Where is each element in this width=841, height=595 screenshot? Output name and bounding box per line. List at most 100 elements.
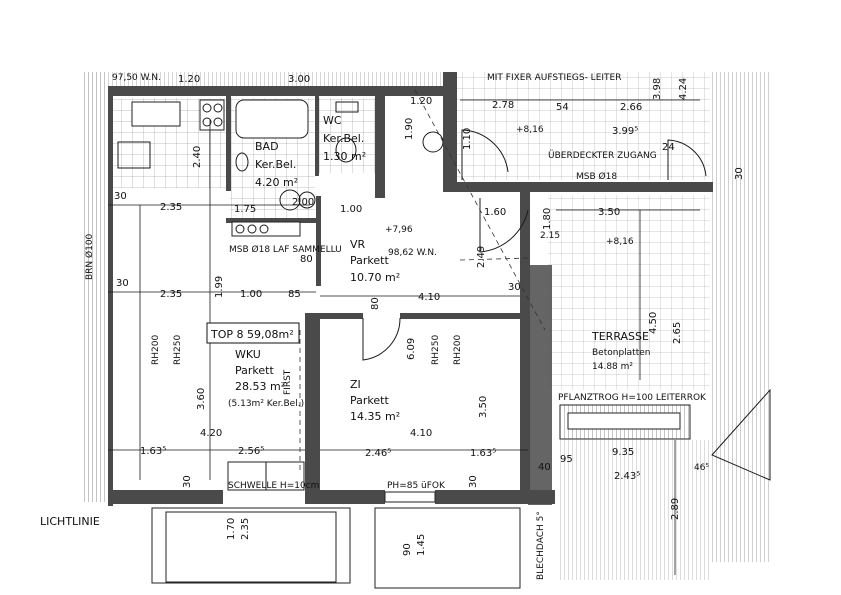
- room-wku-floor: Parkett: [235, 364, 274, 377]
- dim-350-terr: 3.50: [598, 207, 620, 218]
- dim-410-top: 4.10: [418, 292, 440, 303]
- room-vr-name: VR: [350, 238, 366, 251]
- dim-265: 2.65: [672, 322, 683, 344]
- dim-398: 3.98: [652, 78, 663, 100]
- label-pflanztrog: PFLANZTROG H=100 LEITERROK: [558, 393, 707, 403]
- dim-249: 2.49: [476, 246, 487, 268]
- dim-450: 4.50: [648, 312, 659, 334]
- dim-935: 9.35: [612, 447, 634, 458]
- wall-top: [108, 86, 443, 96]
- room-vr-floor: Parkett: [350, 254, 389, 267]
- label-wn2: 98,62 W.N.: [388, 248, 437, 258]
- wall-partition-h: [305, 313, 363, 319]
- room-terrasse-area: 14.88 m²: [592, 362, 633, 372]
- wall-right-col: [528, 265, 552, 505]
- dim-246: 2.46⁵: [365, 448, 391, 459]
- dim-120-b: 1.20: [410, 96, 432, 107]
- sink-kitchen: [131, 101, 181, 127]
- label-first: FIRST: [283, 369, 293, 395]
- door-swing-shaft: [461, 129, 509, 180]
- dim-163-right: 1.63⁵: [470, 448, 496, 459]
- label-msb2: MSB Ø18: [576, 171, 617, 182]
- room-zi-floor: Parkett: [350, 394, 389, 407]
- dim-95: 95: [560, 454, 573, 465]
- dim-420: 4.20: [200, 428, 222, 439]
- label-kote1: +8,16: [516, 125, 544, 135]
- dim-300: 3.00: [288, 74, 310, 85]
- wall-wc-right: [375, 86, 385, 198]
- dim-30-e: 30: [734, 167, 745, 180]
- dim-100-mid: 1.00: [340, 204, 362, 215]
- dim-160: 1.60: [484, 207, 506, 218]
- window-zi: [384, 491, 436, 503]
- label-kote2: +8,16: [606, 237, 634, 247]
- dim-80-b: 80: [370, 297, 381, 310]
- room-bad-area: 4.20 m²: [255, 176, 298, 189]
- rh-left-2: RH250: [173, 335, 183, 365]
- walkway-grid: [455, 72, 710, 180]
- dim-360: 3.60: [196, 388, 207, 410]
- dim-199: 1.99: [214, 276, 225, 298]
- dim-30-b: 30: [508, 282, 521, 293]
- room-vr-area: 10.70 m²: [350, 271, 400, 284]
- rh-left-1: RH200: [151, 335, 161, 365]
- room-wc-name: WC: [323, 114, 342, 127]
- top-edge-hatch: [108, 72, 448, 86]
- rh-right-2: RH200: [453, 335, 463, 365]
- dim-85: 85: [288, 289, 301, 300]
- wall-corridor-right: [520, 192, 530, 492]
- dim-410-bot: 4.10: [410, 428, 432, 439]
- label-wn1: 97,50 W.N.: [112, 73, 161, 83]
- dim-145: 1.45: [416, 534, 427, 556]
- dim-215: 2.15: [540, 231, 560, 241]
- room-zi-area: 14.35 m²: [350, 410, 400, 423]
- dim-424: 4.24: [678, 78, 689, 100]
- dim-180: 1.80: [542, 208, 553, 230]
- wall-bath-bottom: [226, 218, 318, 223]
- wall-vr-left: [316, 196, 321, 286]
- dim-54: 54: [556, 102, 569, 113]
- room-wc-floor: Ker.Bel.: [323, 132, 364, 145]
- left-facade-hatch: [82, 72, 108, 502]
- lower-terrace: [374, 507, 521, 589]
- dim-235-bal: 2.35: [240, 518, 251, 540]
- door-swing-zi: [362, 317, 401, 361]
- dim-80-a: 80: [300, 254, 313, 265]
- label-msb1: MSB Ø18 LAF SAMMELLU: [229, 244, 342, 255]
- label-schwelle: SCHWELLE H=10cm: [228, 481, 319, 491]
- dim-30-top: 30: [114, 191, 127, 202]
- dim-289: 2.89: [670, 498, 681, 520]
- wall-entry-bottom: [443, 182, 713, 192]
- dim-278: 2.78: [492, 100, 514, 111]
- room-bad-floor: Ker.Bel.: [255, 158, 296, 171]
- laundry-box: [231, 221, 301, 237]
- bathtub: [235, 99, 309, 139]
- dim-30-a: 30: [116, 278, 129, 289]
- dim-399: 3.99⁵: [612, 126, 638, 137]
- balcony-slab: [151, 507, 351, 584]
- dim-100-low: 1.00: [240, 289, 262, 300]
- dim-175: 1.75: [234, 204, 256, 215]
- dim-30-d: 30: [468, 475, 479, 488]
- label-blechdach: BLECHDACH 5°: [536, 511, 546, 580]
- wall-bath-wc: [315, 96, 319, 176]
- wall-bottom-right: [435, 490, 555, 504]
- dim-200: 2.00: [292, 197, 314, 208]
- dim-190: 1.90: [404, 118, 415, 140]
- top-label: TOP 8 59,08m²: [210, 328, 294, 341]
- wall-entry-shaft: [443, 72, 457, 192]
- wall-kitchen-bath: [226, 96, 231, 191]
- room-wku-name: WKU: [235, 348, 261, 361]
- wall-bottom-left: [108, 490, 223, 504]
- door-swing-entry: [479, 198, 529, 253]
- dim-235-top: 2.35: [160, 202, 182, 213]
- label-gang: ÜBERDECKTER ZUGANG: [548, 150, 657, 161]
- rh-right-1: RH250: [431, 335, 441, 365]
- label-ph: PH=85 üFOK: [387, 481, 446, 491]
- diagonal-line: [414, 89, 546, 331]
- dim-243: 2.43⁵: [614, 471, 640, 482]
- dim-40: 40: [538, 462, 551, 473]
- dim-163-left: 1.63⁵: [140, 446, 166, 457]
- top-label-box: [206, 322, 300, 344]
